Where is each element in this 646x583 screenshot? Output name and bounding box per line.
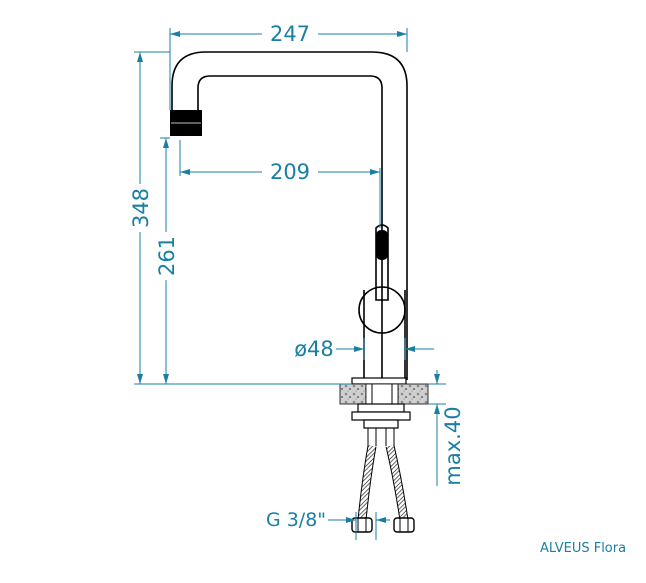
dimension-height-spout-label: 261 [155,236,179,276]
dimension-height-total: 348 [129,51,170,384]
dimension-width-total-label: 247 [270,22,310,46]
dimension-max-thickness: max.40 [428,370,465,486]
dimension-reach: 209 [179,140,381,228]
countertop [339,383,429,405]
dimension-height-total-label: 348 [129,188,153,228]
dimension-diameter-label: ø48 [294,337,334,361]
connection-hoses [351,444,415,533]
product-caption: ALVEUS Flora [540,541,627,556]
dimension-diameter: ø48 [294,337,434,361]
dimension-height-spout: 261 [155,137,179,384]
fixing-assembly [351,403,411,446]
dimension-width-total: 247 [169,22,408,110]
faucet-outline [170,51,408,385]
dimension-reach-label: 209 [270,160,310,184]
dimension-connection-label: G 3/8" [266,509,326,531]
dimension-connection: G 3/8" [266,509,390,540]
dimension-max-thickness-label: max.40 [441,406,465,485]
